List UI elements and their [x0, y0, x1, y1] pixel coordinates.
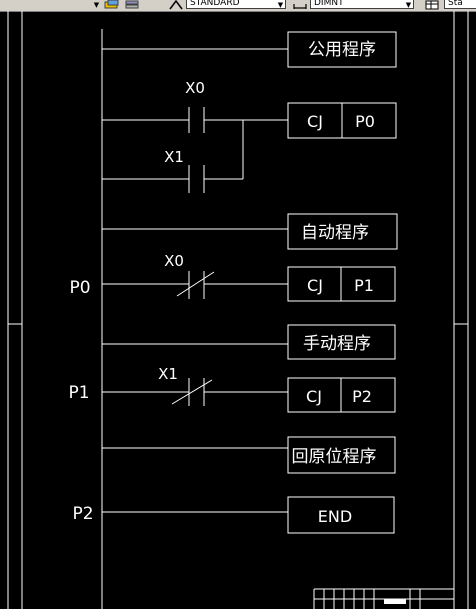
- dropdown-arrow-icon[interactable]: ▼: [93, 1, 100, 9]
- pointer-label: P1: [354, 276, 374, 295]
- contact-x0-nc-slash: [176, 271, 215, 297]
- ladder-diagram: 公用程序 X0 X1 CJ P0 自动程序 P0 X0 CJ P1 手动程序 P…: [7, 11, 469, 609]
- text-style-icon[interactable]: [168, 0, 184, 10]
- contact-label-x1: X1: [164, 148, 184, 166]
- pointer-label: P2: [352, 387, 372, 406]
- output-box-end[interactable]: [287, 496, 395, 534]
- layers-stack-icon[interactable]: [124, 0, 140, 10]
- output-box-auto[interactable]: [287, 213, 398, 250]
- toolbar: ▼ STANDARD ▼ DIMNT ▼ Sta: [0, 0, 476, 12]
- contact-label-x1-nc: X1: [158, 365, 178, 383]
- pointer-label: P0: [355, 112, 375, 131]
- instruction-label: CJ: [306, 387, 322, 406]
- contact-label-x0: X0: [185, 79, 205, 97]
- output-label-end: END: [318, 507, 352, 526]
- output-label-auto: 自动程序: [301, 223, 369, 243]
- layer-icon[interactable]: [104, 0, 120, 10]
- contact-x1-nc-slash: [171, 379, 213, 405]
- output-label-common: 公用程序: [308, 40, 376, 60]
- pointer-marker-p2: P2: [72, 504, 93, 524]
- instruction-label: CJ: [307, 112, 323, 131]
- contact-label-x0-nc: X0: [164, 252, 184, 270]
- table-style-icon[interactable]: [424, 0, 440, 10]
- pointer-marker-p0: P0: [69, 278, 90, 298]
- text-style-dropdown-icon[interactable]: ▼: [277, 1, 284, 9]
- output-box-home[interactable]: [287, 436, 396, 474]
- pointer-marker-p1: P1: [68, 383, 89, 403]
- output-label-home: 回原位程序: [292, 447, 377, 467]
- output-label-manual: 手动程序: [303, 334, 371, 354]
- table-style-select[interactable]: Sta: [444, 0, 476, 9]
- text-style-select[interactable]: STANDARD: [186, 0, 286, 9]
- output-box-manual[interactable]: [287, 324, 396, 360]
- dimension-style-icon[interactable]: [292, 0, 308, 10]
- instruction-label: CJ: [307, 276, 323, 295]
- output-box-common[interactable]: [287, 31, 397, 68]
- dimension-style-select[interactable]: DIMNT: [310, 0, 414, 9]
- title-block: [313, 588, 454, 609]
- dimension-style-dropdown-icon[interactable]: ▼: [405, 1, 412, 9]
